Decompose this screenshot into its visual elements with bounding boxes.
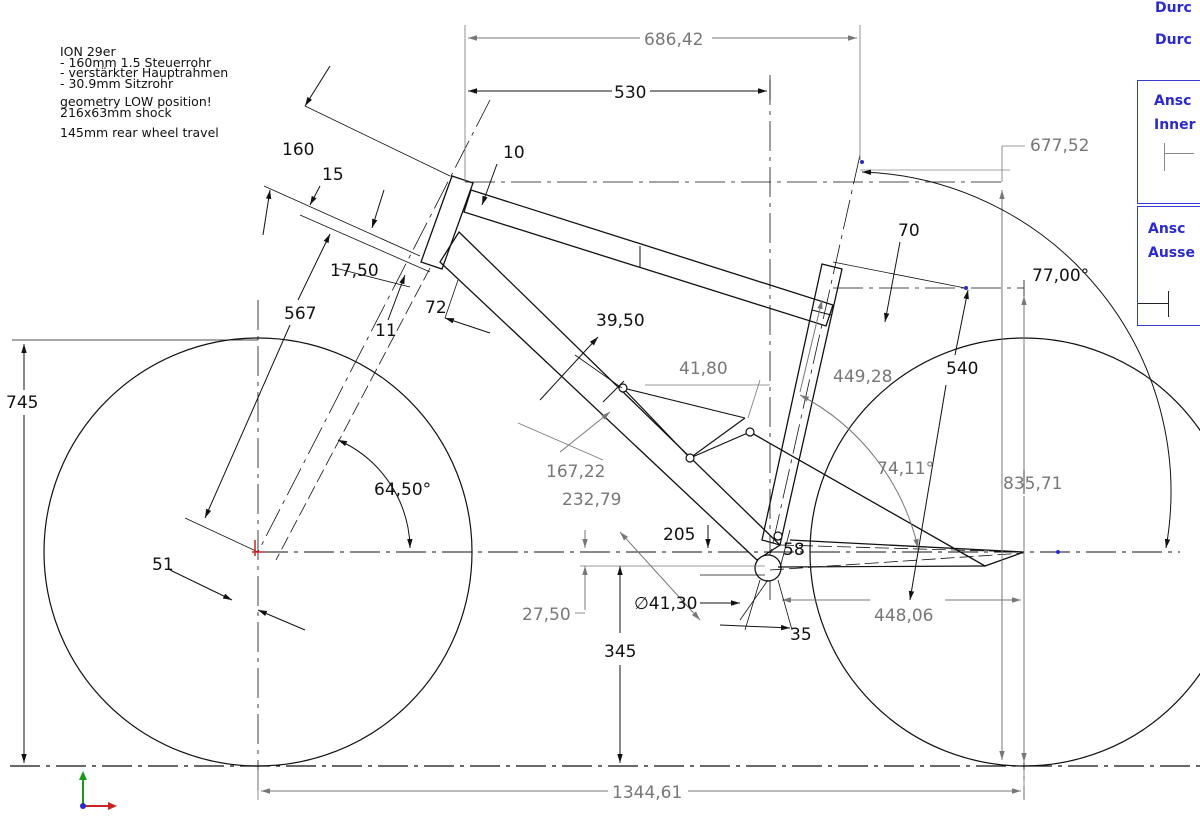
dim-35: 35 <box>790 625 812 645</box>
dim-11: 11 <box>375 321 397 341</box>
sidepanel-box-outer[interactable]: Ansc Ausse <box>1137 206 1200 326</box>
dim-58: 58 <box>783 540 805 560</box>
dim-530: 530 <box>614 83 646 103</box>
sidepanel-box-inner-glyph <box>1164 153 1194 154</box>
dim-17-50: 17,50 <box>330 261 379 281</box>
note-line: 216x63mm shock <box>60 104 172 120</box>
dim-449: 449,28 <box>833 367 892 387</box>
dim-41-80: 41,80 <box>679 359 728 379</box>
dim-160: 160 <box>282 140 314 160</box>
note-line: - verstärkter Hauptrahmen <box>60 65 229 80</box>
dim-232: 232,79 <box>562 490 621 510</box>
shock <box>622 387 691 459</box>
dim-167: 167,22 <box>546 462 605 482</box>
dim-567: 567 <box>284 304 316 324</box>
dim-41-30: ∅41,30 <box>634 594 697 614</box>
note-line: ION 29er <box>60 44 116 59</box>
sidepanel-box-outer-line2: Ausse <box>1148 245 1195 261</box>
dim-74: 74,11° <box>877 459 934 479</box>
dim-677: 677,52 <box>1030 136 1089 156</box>
dim-15: 15 <box>322 165 344 185</box>
axis-triad-icon <box>79 771 117 810</box>
sidepanel-box-inner[interactable]: Ansc Inner <box>1137 80 1200 204</box>
dim-205: 205 <box>663 525 695 545</box>
design-notes: ION 29er - 160mm 1.5 Steuerrohr - verstä… <box>60 44 229 140</box>
note-line: - 160mm 1.5 Steuerrohr <box>60 54 212 70</box>
note-line: 145mm rear wheel travel <box>60 125 219 140</box>
sidepanel-link-1[interactable]: Durc <box>1155 0 1192 16</box>
dim-345: 345 <box>604 642 636 662</box>
dim-540: 540 <box>946 359 978 379</box>
seat-tube <box>761 263 843 546</box>
sidepanel-link-2[interactable]: Durc <box>1155 32 1192 48</box>
dim-70: 70 <box>898 221 920 241</box>
sidepanel-box-inner-line1: Ansc <box>1154 93 1192 109</box>
note-line: - 30.9mm Sitzrohr <box>60 75 174 91</box>
chain-stay <box>777 565 986 568</box>
dim-448: 448,06 <box>874 606 933 626</box>
dim-10: 10 <box>503 143 525 163</box>
dim-39-50: 39,50 <box>596 311 645 331</box>
dim-1344: 1344,61 <box>612 783 682 803</box>
down-tube <box>439 230 782 561</box>
dim-745: 745 <box>6 393 38 413</box>
sidepanel-box-outer-glyph <box>1138 303 1168 304</box>
sidepanel-box-outer-line1: Ansc <box>1148 221 1186 237</box>
dim-835: 835,71 <box>1003 474 1062 494</box>
dim-64-50: 64,50° <box>374 480 431 500</box>
head-tube <box>420 175 474 270</box>
note-line: geometry LOW position! <box>60 94 212 109</box>
dim-27-50: 27,50 <box>522 605 571 625</box>
dim-72: 72 <box>425 298 447 318</box>
bottom-bracket <box>754 554 782 582</box>
sidepanel-box-inner-line2: Inner <box>1154 117 1196 133</box>
dim-77: 77,00° <box>1032 266 1089 286</box>
steering-axis <box>257 99 491 553</box>
top-tube <box>463 189 834 327</box>
dim-686: 686,42 <box>644 30 703 50</box>
dim-51: 51 <box>152 555 174 575</box>
